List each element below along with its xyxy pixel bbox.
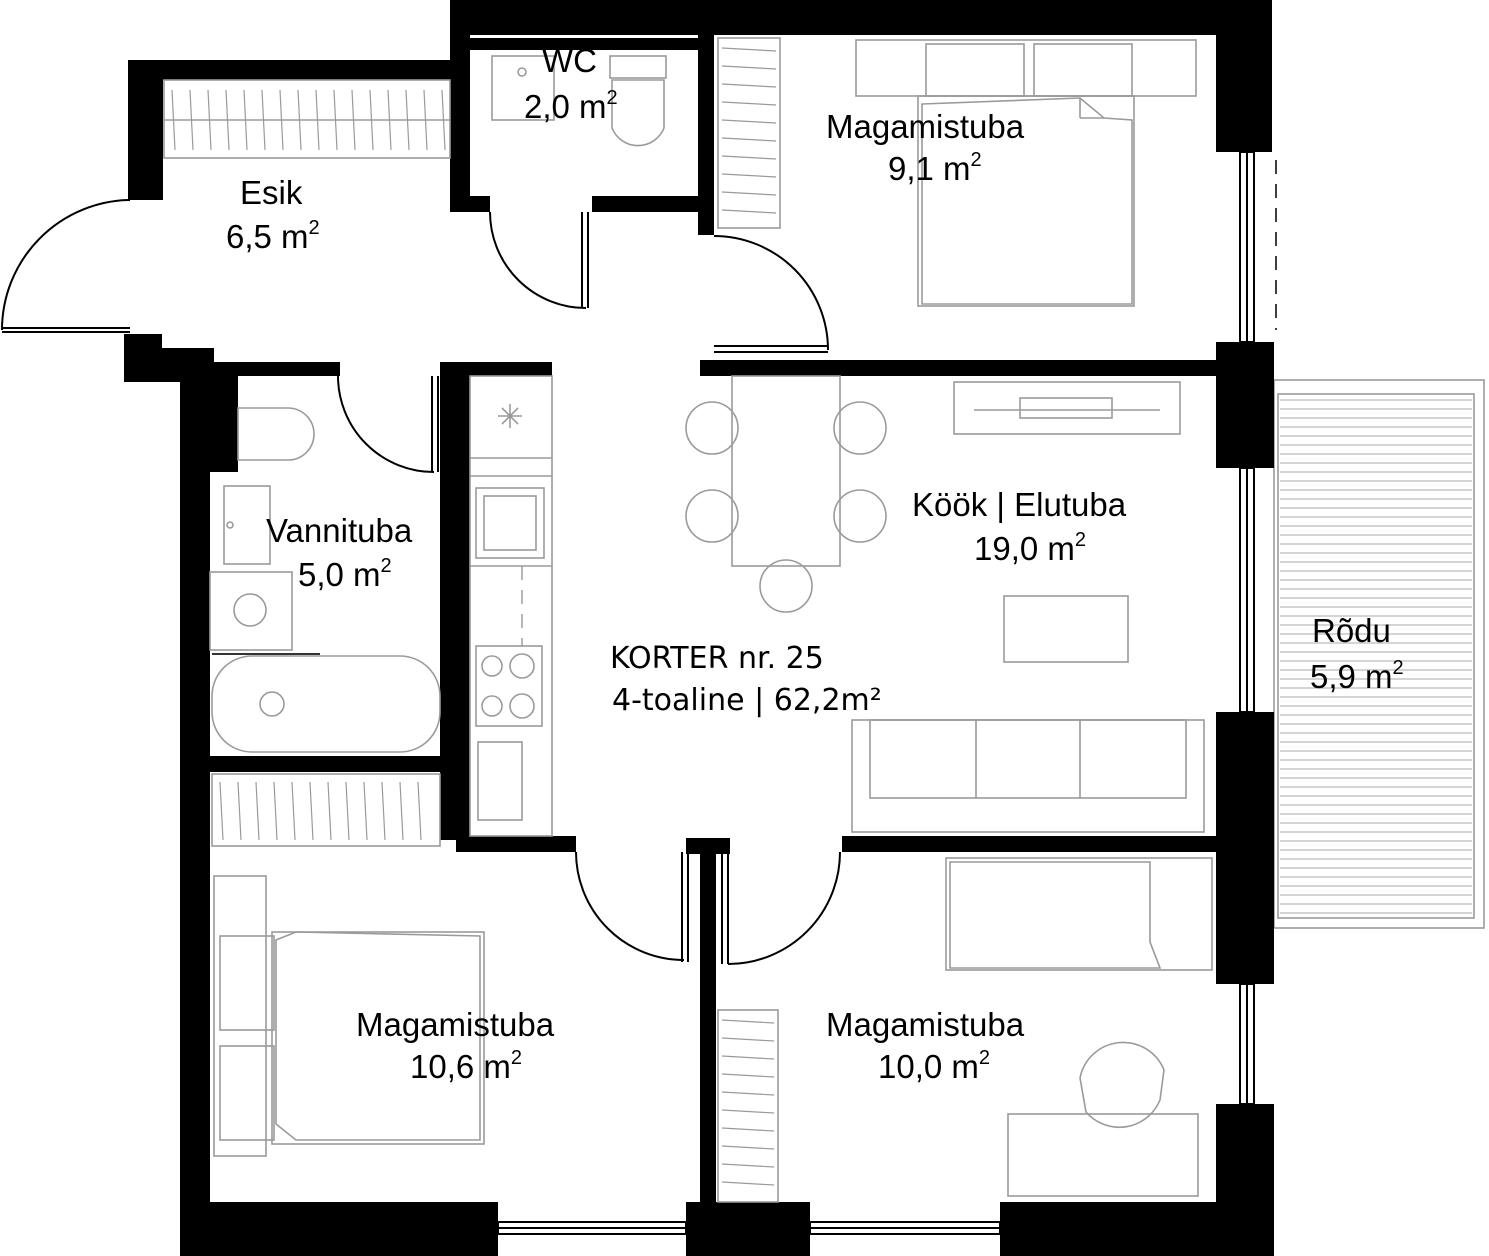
svg-text:2,0 m2: 2,0 m2 (524, 87, 618, 125)
room-area-bedroom-sw: 10,6 m (410, 1048, 511, 1085)
bedroom-ne-furniture (717, 37, 1197, 307)
room-area-wc: 2,0 m (524, 88, 607, 125)
room-name-esik: Esik (240, 174, 303, 211)
wardrobe-esik (163, 79, 451, 159)
room-name-rodu: Rõdu (1312, 612, 1391, 649)
tv-unit (953, 381, 1181, 435)
kitchen-counter (469, 375, 553, 837)
furniture (163, 37, 1213, 1203)
room-name-wc: WC (542, 42, 597, 79)
interior-walls (210, 35, 1216, 1256)
room-name-bedroom-ne: Magamistuba (826, 108, 1025, 145)
room-area-bedroom-ne: 9,1 m (888, 150, 971, 187)
sofa-set (851, 595, 1205, 833)
svg-text:9,1 m2: 9,1 m2 (888, 149, 982, 187)
room-area-esik: 6,5 m (226, 218, 309, 255)
balcony (1273, 379, 1485, 929)
room-name-kook: Köök | Elutuba (912, 486, 1127, 523)
apartment-summary: 4-toaline | 62,2m² (612, 683, 882, 718)
svg-text:10,0 m2: 10,0 m2 (878, 1047, 990, 1085)
room-area-bedroom-se: 10,0 m (878, 1048, 979, 1085)
doors (1, 199, 841, 965)
room-area-rodu: 5,9 m (1310, 658, 1393, 695)
bedroom-se-furniture (717, 857, 1213, 1203)
svg-text:5,0 m2: 5,0 m2 (298, 555, 392, 593)
bathroom-fixtures (209, 407, 441, 753)
room-name-bedroom-se: Magamistuba (826, 1006, 1025, 1043)
windows (497, 151, 1277, 1235)
room-area-kook: 19,0 m (974, 530, 1075, 567)
svg-text:10,6 m2: 10,6 m2 (410, 1047, 522, 1085)
bedroom-sw-furniture (211, 773, 485, 1157)
exterior-walls (124, 0, 1274, 1256)
room-name-bedroom-sw: Magamistuba (356, 1006, 555, 1043)
room-area-vannituba: 5,0 m (298, 556, 381, 593)
svg-text:5,9 m2: 5,9 m2 (1310, 657, 1404, 695)
room-name-vannituba: Vannituba (266, 512, 413, 549)
svg-text:19,0 m2: 19,0 m2 (974, 529, 1086, 567)
svg-text:6,5 m2: 6,5 m2 (226, 217, 320, 255)
wc-fixtures (491, 55, 667, 147)
apartment-title: KORTER nr. 25 (610, 641, 824, 676)
dining-set (685, 375, 887, 613)
room-labels: WC 2,0 m2 Esik 6,5 m2 Magamistuba 9,1 m2… (226, 42, 1404, 1085)
